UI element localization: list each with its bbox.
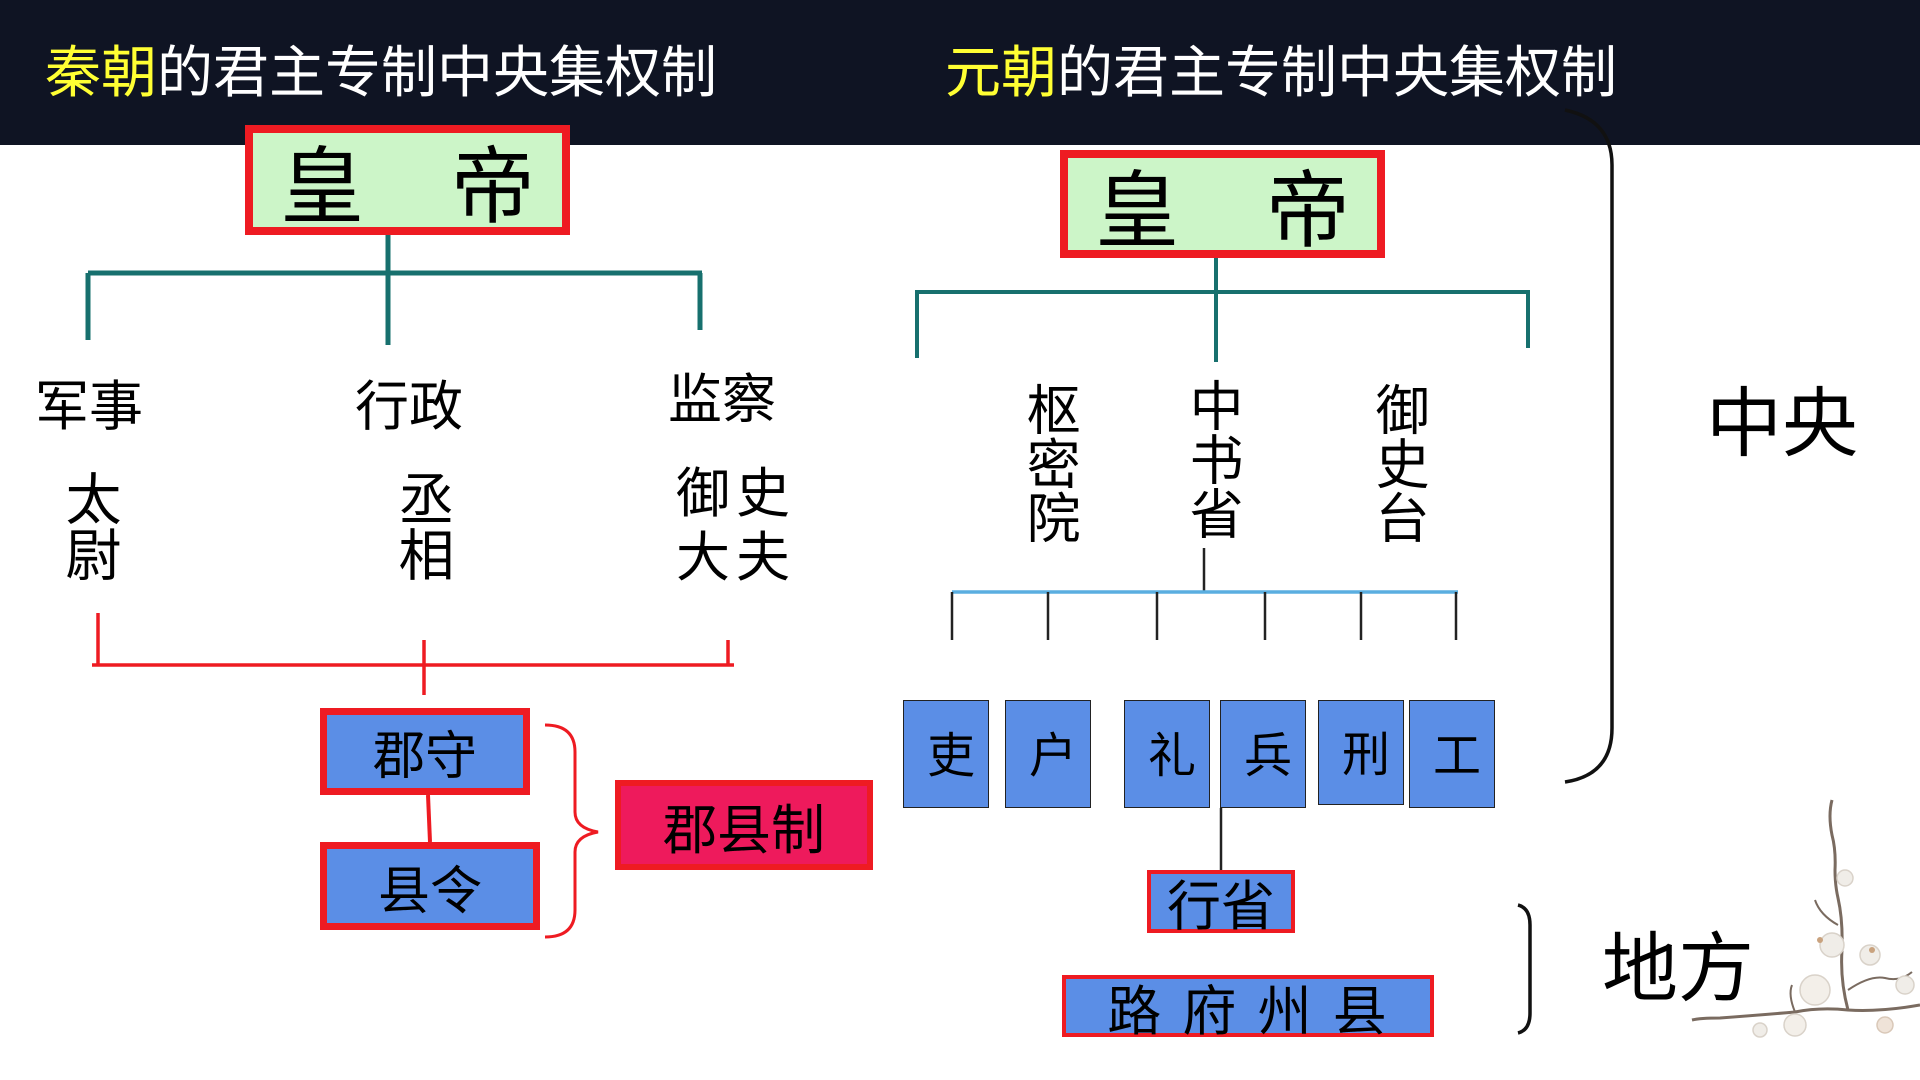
ministry-personnel-label: 吏 — [918, 730, 974, 778]
commandery-system-label: 郡县制 — [663, 798, 825, 862]
local-levels-box: 路 府 州 县 — [1062, 975, 1434, 1043]
yuan-title-highlight: 元朝 — [945, 41, 1057, 106]
province-label: 行省 — [1167, 875, 1275, 938]
ministry-war: 兵 — [1220, 700, 1306, 808]
qin-emperor-label: 皇 帝 — [280, 137, 565, 236]
ministry-war-label: 兵 — [1235, 730, 1291, 778]
ministry-rites: 礼 — [1124, 700, 1210, 808]
ministry-justice: 刑 — [1318, 700, 1404, 805]
ministry-revenue: 户 — [1005, 700, 1091, 808]
qin-emperor-box: 皇 帝 — [245, 125, 570, 236]
qin-title: 秦朝的君主专制中央集权制 — [45, 28, 717, 109]
qin-censor: 御史 大夫 — [676, 462, 796, 589]
prefecture-governor-box: 郡守 — [320, 708, 530, 795]
privy-council: 枢密院 — [1017, 382, 1081, 544]
county-magistrate-label: 县令 — [377, 861, 482, 922]
censorate: 御史台 — [1366, 382, 1430, 544]
local-label: 地方 — [1602, 924, 1754, 1013]
yuan-emperor-box: 皇 帝 — [1060, 150, 1385, 260]
prefecture-county-link — [426, 794, 432, 843]
province-box: 行省 — [1147, 870, 1295, 938]
qin-title-highlight: 秦朝 — [45, 41, 157, 106]
plum-blossom-decoration — [1691, 799, 1920, 1038]
qin-officials-bracket — [92, 613, 734, 695]
qin-chancellor: 丞相 — [389, 470, 454, 582]
local-levels-label: 路 府 州 县 — [1107, 979, 1389, 1043]
central-secretariat: 中书省 — [1180, 378, 1244, 540]
yuan-title: 元朝的君主专制中央集权制 — [945, 28, 1617, 109]
ministry-personnel: 吏 — [903, 700, 989, 808]
ministry-rites-label: 礼 — [1139, 730, 1195, 778]
ministry-works: 工 — [1409, 700, 1495, 808]
yuan-title-rest: 的君主专制中央集权制 — [1057, 41, 1617, 106]
yuan-tree-lines — [915, 258, 1530, 362]
qin-military-category: 军事 — [35, 375, 143, 438]
ministries-ticks — [950, 592, 1458, 640]
local-brace — [1517, 903, 1532, 1035]
central-brace — [1564, 108, 1614, 784]
qin-taiwei: 太尉 — [56, 470, 121, 582]
county-magistrate-box: 县令 — [320, 842, 540, 930]
central-label: 中央 — [1706, 379, 1858, 468]
qin-title-rest: 的君主专制中央集权制 — [157, 41, 717, 106]
qin-supervision-category: 监察 — [668, 368, 776, 431]
yuan-emperor-label: 皇 帝 — [1095, 161, 1380, 260]
ministry-justice-label: 刑 — [1333, 728, 1389, 777]
qin-local-brace — [544, 723, 599, 939]
header-band — [0, 0, 1920, 145]
commandery-system-box: 郡县制 — [615, 780, 873, 870]
qin-administration-category: 行政 — [355, 375, 463, 438]
qin-tree-lines — [85, 233, 703, 345]
ministry-revenue-label: 户 — [1020, 730, 1076, 778]
ministry-works-label: 工 — [1424, 730, 1480, 778]
prefecture-governor-label: 郡守 — [372, 727, 477, 787]
